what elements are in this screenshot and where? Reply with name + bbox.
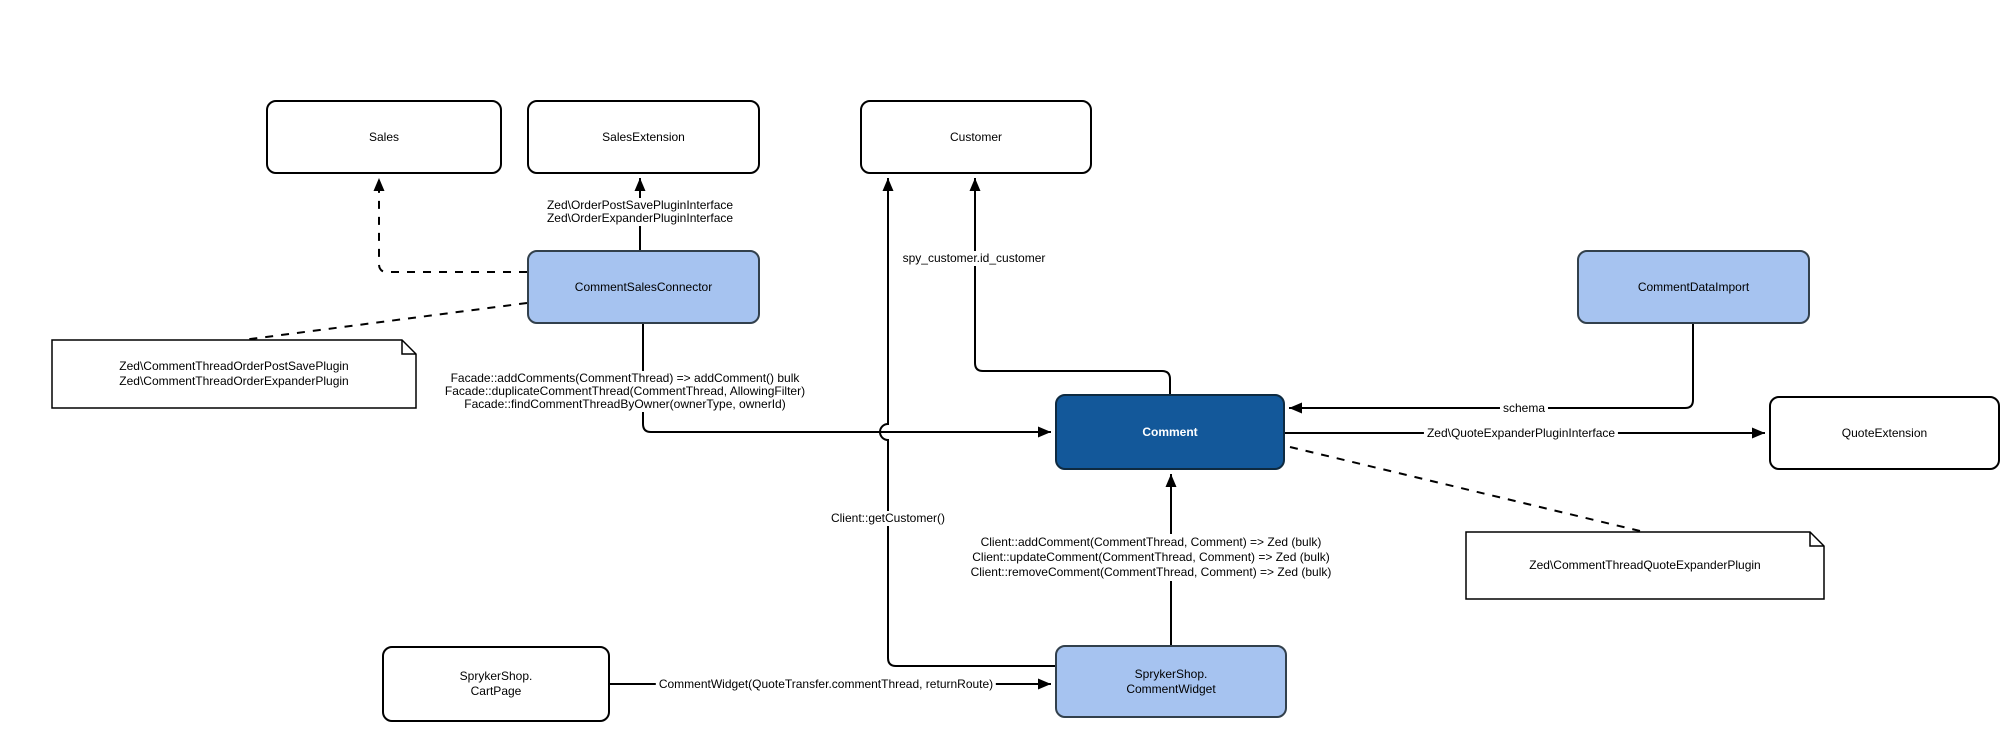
node-comment-widget: SprykerShop. CommentWidget (1055, 645, 1287, 718)
node-customer: Customer (860, 100, 1092, 174)
note-quote-expander-plugin-label: Zed\CommentThreadQuoteExpanderPlugin (1529, 558, 1761, 572)
node-comment-label: Comment (1142, 424, 1198, 439)
node-customer-label: Customer (949, 129, 1002, 144)
node-comment-data-import-label: CommentDataImport (1637, 279, 1750, 294)
label-schema: schema (1499, 401, 1549, 416)
label-client-methods: Client::addComment(CommentThread, Commen… (967, 534, 1335, 581)
note-order-plugins-line1: Zed\CommentThreadOrderPostSavePlugin (119, 359, 349, 373)
note-shape (1465, 531, 1825, 600)
note-order-plugins-line2: Zed\CommentThreadOrderExpanderPlugin (119, 374, 349, 388)
label-order-interfaces: Zed\OrderPostSavePluginInterface Zed\Ord… (543, 198, 737, 226)
note-order-plugins: Zed\CommentThreadOrderPostSavePlugin Zed… (51, 339, 417, 409)
node-sales-extension: SalesExtension (527, 100, 760, 174)
label-spy-customer: spy_customer.id_customer (899, 251, 1049, 266)
note-shape (51, 339, 417, 409)
edge-widget-to-customer-getcustomer (879, 178, 1055, 667)
label-get-customer: Client::getCustomer() (827, 511, 949, 526)
node-comment-data-import: CommentDataImport (1577, 250, 1810, 324)
node-comment-widget-label-line2: CommentWidget (1126, 681, 1216, 696)
node-sales-extension-label: SalesExtension (602, 129, 685, 144)
node-comment: Comment (1055, 394, 1285, 470)
node-cart-page: SprykerShop. CartPage (382, 646, 610, 722)
edge-comment-to-customer-spy (969, 178, 1171, 394)
edge-connector-to-order-plugins-note (242, 302, 528, 341)
edge-dataimport-to-comment-schema (1289, 324, 1694, 414)
node-comment-widget-label-line1: SprykerShop. (1134, 666, 1208, 681)
node-sales: Sales (266, 100, 502, 174)
node-sales-label: Sales (368, 129, 400, 144)
edge-connector-to-comment-facade (642, 324, 1051, 438)
edge-connector-to-sales (373, 178, 527, 273)
node-cart-page-label-line1: SprykerShop. (459, 669, 533, 683)
node-cart-page-label-line2: CartPage (470, 684, 522, 698)
node-comment-sales-connector-label: CommentSalesConnector (574, 279, 713, 294)
node-comment-sales-connector: CommentSalesConnector (527, 250, 760, 324)
node-quote-extension-label: QuoteExtension (1841, 425, 1928, 440)
label-quote-expander-interface: Zed\QuoteExpanderPluginInterface (1423, 426, 1619, 441)
edge-comment-to-quote-plugin-note (1289, 446, 1641, 532)
note-quote-expander-plugin: Zed\CommentThreadQuoteExpanderPlugin (1465, 531, 1825, 600)
label-facade-methods: Facade::addComments(CommentThread) => ad… (441, 371, 809, 412)
label-comment-widget-call: CommentWidget(QuoteTransfer.commentThrea… (655, 677, 997, 692)
node-quote-extension: QuoteExtension (1769, 396, 2000, 470)
